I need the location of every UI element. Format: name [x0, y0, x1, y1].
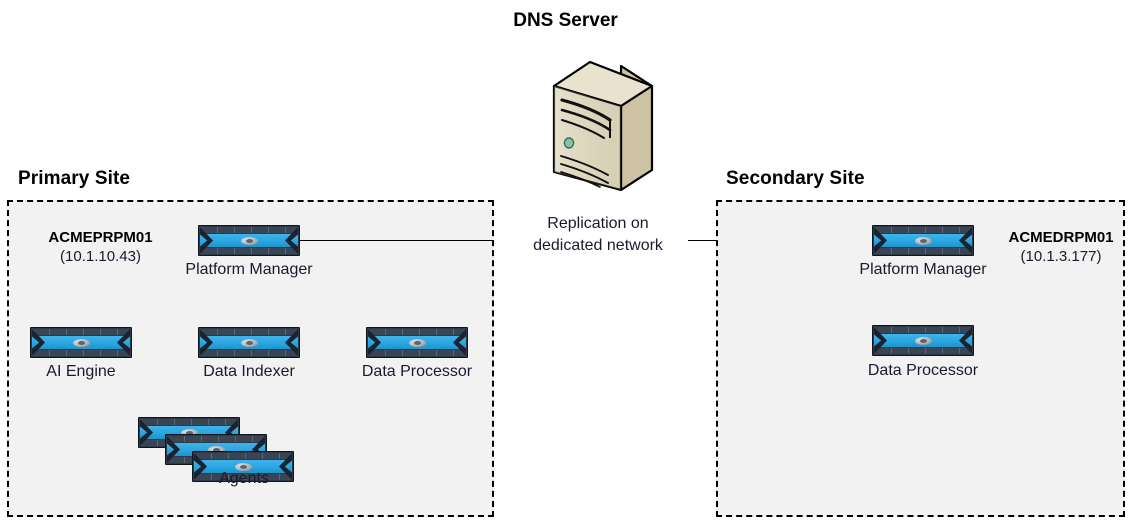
- primary-host-ip: (10.1.10.43): [60, 248, 141, 265]
- primary-agents-icon-front[interactable]: [192, 451, 294, 482]
- primary-data-indexer-label: Data Indexer: [203, 363, 295, 380]
- secondary-host-name: ACMEDRPM01: [1008, 229, 1114, 246]
- appliance-rail-bottom: [200, 350, 298, 356]
- secondary-site-title: Secondary Site: [726, 168, 865, 189]
- primary-platform-manager-icon[interactable]: [198, 225, 300, 256]
- secondary-host-block: ACMEDRPM01 (10.1.3.177): [996, 228, 1126, 267]
- appliance-emblem: [914, 336, 932, 345]
- appliance-rail-top: [874, 327, 972, 333]
- appliance-emblem: [72, 338, 90, 347]
- appliance-emblem: [234, 462, 252, 471]
- primary-data-indexer-icon[interactable]: [198, 327, 300, 358]
- appliance-rail-top: [32, 329, 130, 335]
- appliance-rail-bottom: [194, 474, 292, 480]
- replication-label-line1: Replication on: [547, 215, 649, 232]
- appliance-rail-top: [140, 419, 238, 425]
- appliance-emblem: [240, 338, 258, 347]
- appliance-rail-top: [200, 227, 298, 233]
- appliance-emblem: [207, 445, 225, 454]
- secondary-host-ip: (10.1.3.177): [1020, 248, 1102, 265]
- appliance-rail-top: [167, 436, 265, 442]
- appliance-emblem: [408, 338, 426, 347]
- primary-host-block: ACMEPRPM01 (10.1.10.43): [33, 228, 168, 267]
- secondary-platform-manager-label: Platform Manager: [859, 261, 987, 278]
- secondary-data-processor-label: Data Processor: [867, 362, 979, 379]
- replication-label-line2: dedicated network: [533, 237, 663, 254]
- secondary-data-processor-icon[interactable]: [872, 325, 974, 356]
- appliance-rail-bottom: [32, 350, 130, 356]
- appliance-rail-top: [368, 329, 466, 335]
- dns-server-title: DNS Server: [513, 10, 618, 31]
- primary-ai-engine-icon[interactable]: [30, 327, 132, 358]
- appliance-rail-bottom: [200, 248, 298, 254]
- primary-data-processor-label: Data Processor: [361, 363, 473, 380]
- primary-host-name: ACMEPRPM01: [48, 229, 153, 246]
- replication-label: Replication on dedicated network: [500, 213, 696, 257]
- appliance-emblem: [914, 236, 932, 245]
- primary-ai-engine-label: AI Engine: [46, 363, 116, 380]
- primary-platform-manager-label: Platform Manager: [185, 261, 313, 278]
- primary-site-title: Primary Site: [18, 168, 131, 189]
- primary-data-processor-icon[interactable]: [366, 327, 468, 358]
- appliance-rail-top: [194, 453, 292, 459]
- appliance-emblem: [180, 428, 198, 437]
- appliance-emblem: [240, 236, 258, 245]
- dns-server-icon: [548, 42, 658, 192]
- tower-server-icon: [552, 60, 654, 192]
- appliance-rail-bottom: [874, 248, 972, 254]
- secondary-platform-manager-icon[interactable]: [872, 225, 974, 256]
- appliance-rail-top: [200, 329, 298, 335]
- primary-agents-label: Agents: [219, 470, 269, 487]
- appliance-rail-bottom: [368, 350, 466, 356]
- appliance-rail-bottom: [874, 348, 972, 354]
- replication-line-left: [300, 240, 494, 241]
- appliance-rail-top: [874, 227, 972, 233]
